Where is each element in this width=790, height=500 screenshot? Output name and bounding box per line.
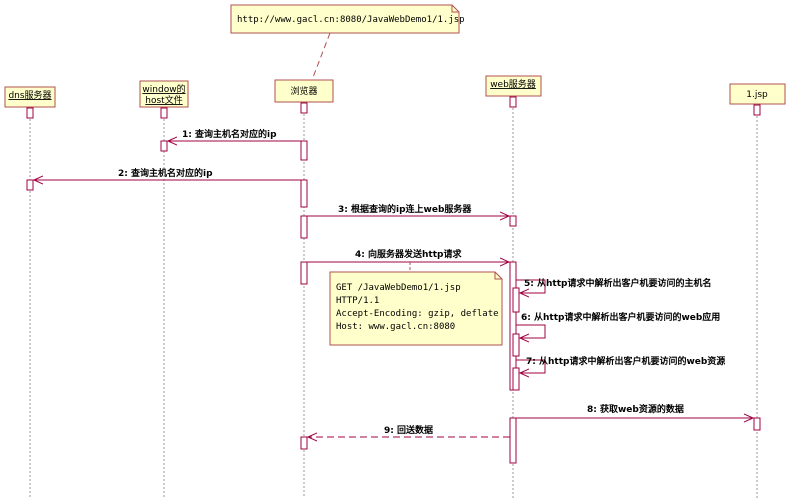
- message-1-label: 1: 查询主机名对应的ip: [182, 128, 277, 140]
- request-note-line-4: Host: www.gacl.cn:8080: [336, 322, 455, 332]
- request-note-line-2: HTTP/1.1: [336, 296, 379, 306]
- activation-web-6: [512, 333, 520, 357]
- request-note-line-1: GET /JavaWebDemo1/1.jsp: [336, 283, 461, 293]
- participant-dns-label: dns服务器: [8, 89, 51, 101]
- activation-dns-top: [26, 107, 34, 119]
- participant-web-label: web服务器: [490, 78, 536, 90]
- activation-browser-4: [300, 261, 308, 285]
- request-note-line-3: Accept-Encoding: gzip, deflate: [336, 309, 499, 319]
- message-4-label: 4: 向服务器发送http请求: [355, 248, 462, 260]
- url-note-text: http://www.gacl.cn:8080/JavaWebDemo1/1.j…: [237, 15, 465, 25]
- activation-browser-2: [300, 179, 308, 208]
- activation-web-3: [509, 417, 517, 464]
- participant-browser: 浏览器: [274, 79, 334, 103]
- activation-web-7: [512, 367, 520, 391]
- activation-web-5: [512, 287, 520, 313]
- activation-browser-1: [300, 140, 308, 161]
- activation-web-top: [509, 96, 517, 108]
- participant-host-label-line2: host文件: [145, 94, 182, 106]
- participant-jsp-label: 1.jsp: [746, 90, 768, 100]
- message-5-arrow: [516, 279, 546, 293]
- activation-host-top: [160, 107, 168, 119]
- activation-dns-1: [26, 179, 34, 191]
- message-2-label: 2: 查询主机名对应的ip: [118, 167, 213, 179]
- participant-browser-label: 浏览器: [290, 85, 317, 97]
- message-7-label: 7: 从http请求中解析出客户机要访问的web资源: [526, 355, 725, 367]
- request-note: GET /JavaWebDemo1/1.jsp HTTP/1.1 Accept-…: [329, 271, 503, 346]
- activation-host-1: [160, 140, 168, 152]
- message-6-label: 6: 从http请求中解析出客户机要访问的web应用: [521, 311, 720, 323]
- participant-host-label-line1: window的: [142, 83, 185, 95]
- activation-browser-5: [300, 436, 308, 450]
- message-6-arrow: [516, 324, 546, 338]
- url-note-connector: [311, 32, 331, 81]
- activation-browser-top: [300, 102, 308, 114]
- message-3-label: 3: 根据查询的ip连上web服务器: [338, 203, 472, 215]
- url-note: http://www.gacl.cn:8080/JavaWebDemo1/1.j…: [230, 4, 465, 34]
- participant-web: web服务器: [485, 75, 542, 97]
- message-8-label: 8: 获取web资源的数据: [587, 403, 684, 415]
- participant-host: window的 host文件: [139, 80, 189, 108]
- message-7-arrow: [516, 359, 546, 373]
- participant-dns: dns服务器: [4, 86, 56, 108]
- message-9-label: 9: 回送数据: [384, 424, 433, 436]
- activation-jsp-1: [753, 417, 761, 431]
- message-5-label: 5: 从http请求中解析出客户机要访问的主机名: [524, 277, 711, 289]
- activations: [26, 96, 761, 464]
- activation-web-1: [509, 215, 517, 227]
- activation-browser-3: [300, 215, 308, 239]
- activation-jsp-top: [753, 104, 761, 116]
- participant-jsp: 1.jsp: [729, 83, 786, 105]
